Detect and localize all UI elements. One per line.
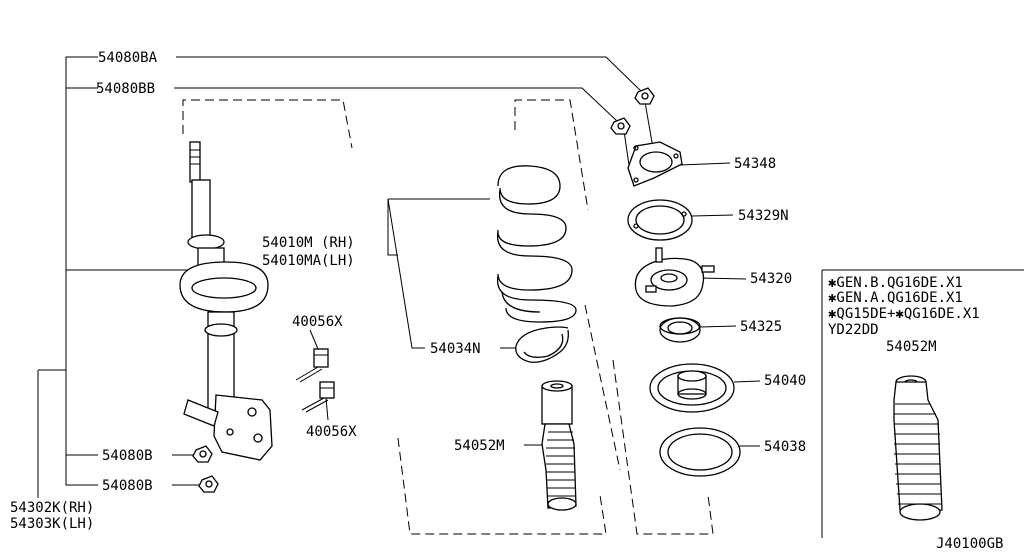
- inset-line-3: ✱QG15DE+✱QG16DE.X1: [828, 306, 980, 322]
- coil-spring: [496, 165, 577, 323]
- rubber-seat-54038: [659, 427, 741, 477]
- inset-line-4: YD22DD: [828, 322, 879, 338]
- label-54325: 54325: [740, 319, 782, 335]
- label-54038: 54038: [764, 439, 806, 455]
- insulator-54329n: [627, 199, 693, 241]
- inset-part-label: 54052M: [886, 339, 937, 355]
- label-54302k: 54302K(RH): [10, 500, 94, 516]
- label-54034n: 54034N: [430, 341, 481, 357]
- label-54080b-bottom: 54080B: [102, 478, 153, 494]
- mount-plate-54348: [627, 141, 683, 187]
- label-54080b-top: 54080B: [102, 448, 153, 464]
- inset-line-1: ✱GEN.B.QG16DE.X1: [828, 275, 963, 291]
- strut-mount-54320: [634, 247, 715, 307]
- nuts: [192, 87, 655, 493]
- label-40056x-bottom: 40056X: [306, 424, 357, 440]
- label-54303k: 54303K(LH): [10, 516, 94, 532]
- inset-text: ✱GEN.B.QG16DE.X1 ✱GEN.A.QG16DE.X1 ✱QG15D…: [828, 275, 980, 355]
- inset-panel: [821, 269, 1024, 538]
- bolts-40056x: [295, 348, 335, 413]
- label-54052m: 54052M: [454, 438, 505, 454]
- label-40056x-top: 40056X: [292, 314, 343, 330]
- label-54329n: 54329N: [738, 208, 789, 224]
- bump-stop-boot: [541, 380, 577, 511]
- strut-assembly: [179, 141, 273, 461]
- label-54348: 54348: [734, 156, 776, 172]
- inset-line-2: ✱GEN.A.QG16DE.X1: [828, 290, 963, 306]
- diagram-code: J40100GB: [936, 536, 1003, 552]
- spring-insulator: [515, 326, 569, 363]
- label-54040: 54040: [764, 373, 806, 389]
- bearing-54325: [659, 317, 701, 343]
- label-54080bb: 54080BB: [96, 81, 155, 97]
- leader-lines: [37, 56, 761, 498]
- assembly-guides: [182, 99, 714, 535]
- label-54320: 54320: [750, 271, 792, 287]
- upper-seat-54040: [649, 363, 735, 413]
- part-labels: 54080BA 54080BB 54348 54329N 54010M (RH)…: [10, 50, 806, 532]
- label-54010ma: 54010MA(LH): [262, 253, 355, 269]
- label-54010m: 54010M (RH): [262, 235, 355, 251]
- label-54080ba: 54080BA: [98, 50, 158, 66]
